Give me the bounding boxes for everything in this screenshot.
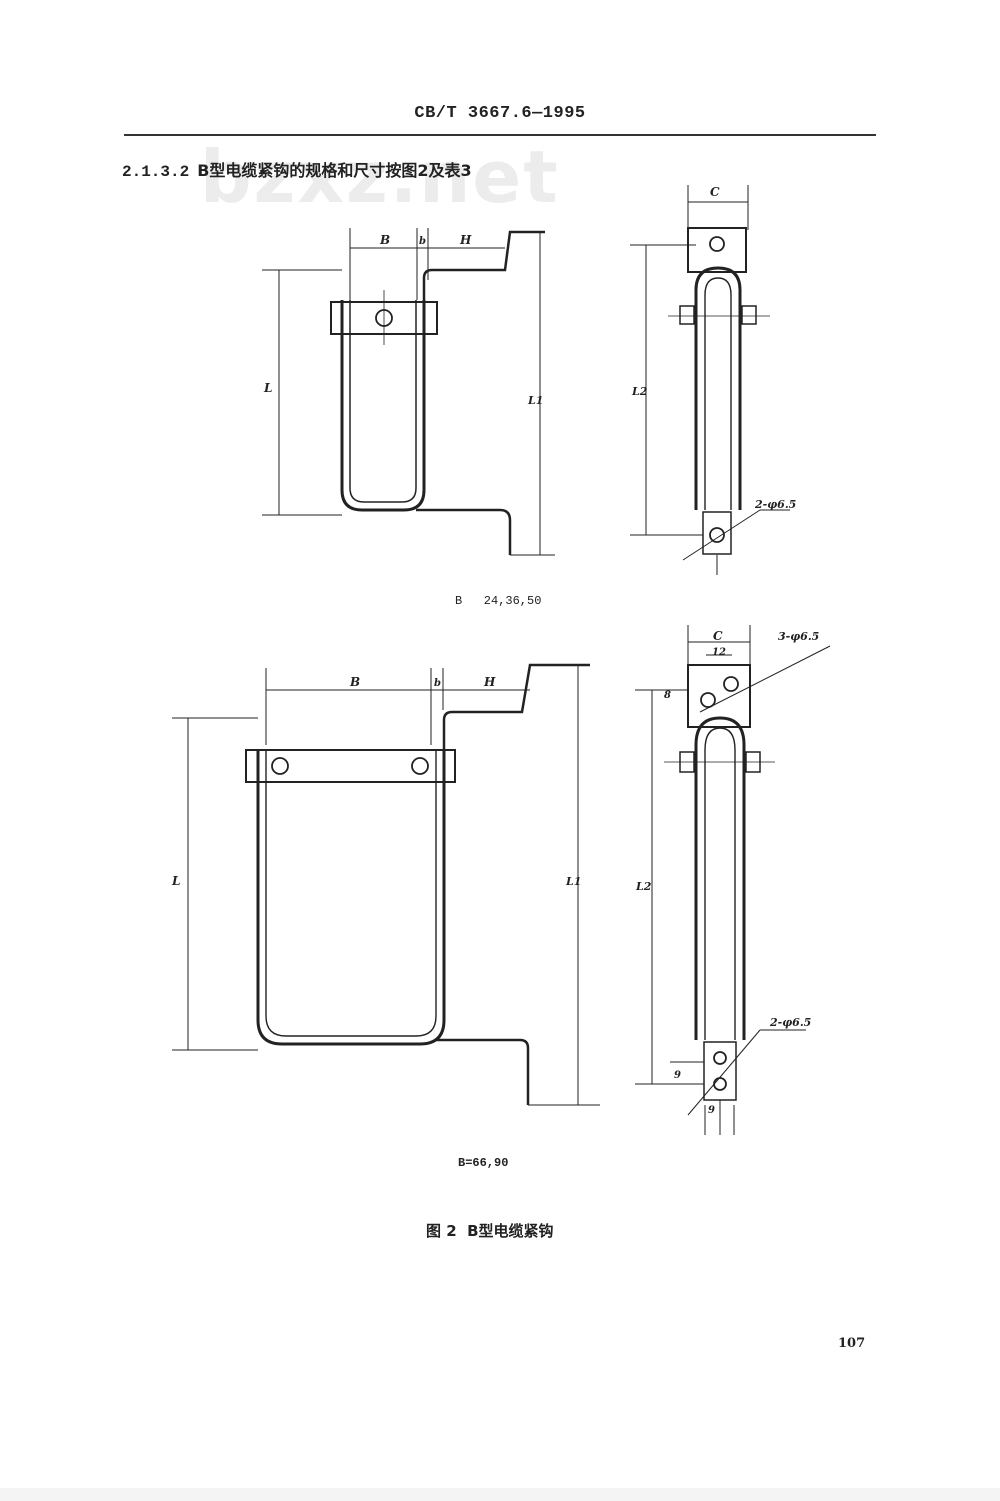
figure-title: 图 2 B型电缆紧钩: [426, 1222, 554, 1240]
figure2-caption: B=66,90: [458, 1156, 509, 1170]
section-heading: 2.1.3.2 B型电缆紧钩的规格和尺寸按图2及表3: [122, 157, 472, 181]
figure1-front-view: [262, 228, 555, 556]
figure1-caption: B 24,36,50: [455, 594, 542, 608]
fig2-label-12: 12: [712, 647, 726, 658]
fig1-label-hole: 2-φ6.5: [754, 498, 796, 511]
header-rule: [124, 134, 876, 136]
scan-bottom-band: [0, 1488, 1000, 1501]
fig2-label-hole-top: 3-φ6.5: [778, 630, 819, 643]
fig2-label-H: H: [483, 675, 496, 689]
fig2-label-L: L: [171, 874, 180, 888]
fig1-label-L1: L1: [527, 394, 543, 407]
fig1-label-B: B: [379, 233, 390, 247]
section-number: 2.1.3.2: [122, 163, 190, 181]
fig2-label-b: b: [434, 678, 441, 689]
watermark: bzxz.net: [200, 135, 560, 219]
fig2-label-8: 8: [664, 690, 671, 701]
fig2-label-hole-bottom: 2-φ6.5: [769, 1016, 811, 1029]
fig2-label-9b: 9: [708, 1105, 715, 1116]
fig1-label-H: H: [459, 233, 472, 247]
fig2-label-C: C: [713, 629, 723, 643]
fig1-label-L: L: [263, 381, 272, 395]
figure2-front-view: [172, 663, 600, 1106]
fig2-label-L1: L1: [565, 875, 581, 888]
figure2-labels: B b H L L1 C 12 8 L2 3-φ6.5 2-φ6.5 9 9: [171, 629, 819, 1116]
page-number: 107: [838, 1336, 866, 1351]
fig1-label-L2: L2: [631, 385, 648, 398]
fig2-label-9a: 9: [674, 1070, 681, 1081]
figure1-side-view: [630, 185, 790, 575]
fig2-label-B: B: [349, 675, 360, 689]
figure1-labels: B b H L L1 C L2 2-φ6.5: [263, 185, 796, 511]
fig1-label-b: b: [419, 236, 426, 247]
section-text: B型电缆紧钩的规格和尺寸按图2及表3: [197, 161, 472, 180]
standard-code-header: CB/T 3667.6—1995: [414, 104, 586, 123]
figure2-side-view: [635, 625, 831, 1135]
fig1-label-C: C: [710, 185, 720, 199]
fig2-label-L2: L2: [635, 880, 652, 893]
